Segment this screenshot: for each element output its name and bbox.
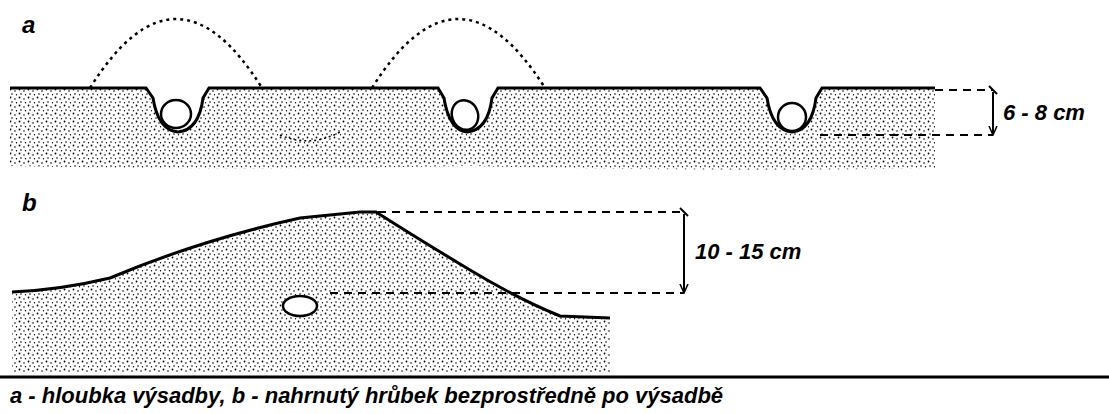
panel-letter: b [22, 190, 37, 216]
depth-dimension-a [820, 86, 997, 135]
height-dimension-b [330, 208, 688, 293]
dimension-label: 6 - 8 cm [1003, 101, 1085, 125]
soil-ridge-b [12, 212, 610, 372]
separator-line [0, 376, 1109, 379]
panel-letter: a [22, 12, 35, 38]
soil-section-a [10, 19, 935, 170]
caption: a - hloubka výsadby, b - nahrnutý hrůbek… [10, 384, 723, 408]
dimension-label: 10 - 15 cm [695, 240, 801, 264]
